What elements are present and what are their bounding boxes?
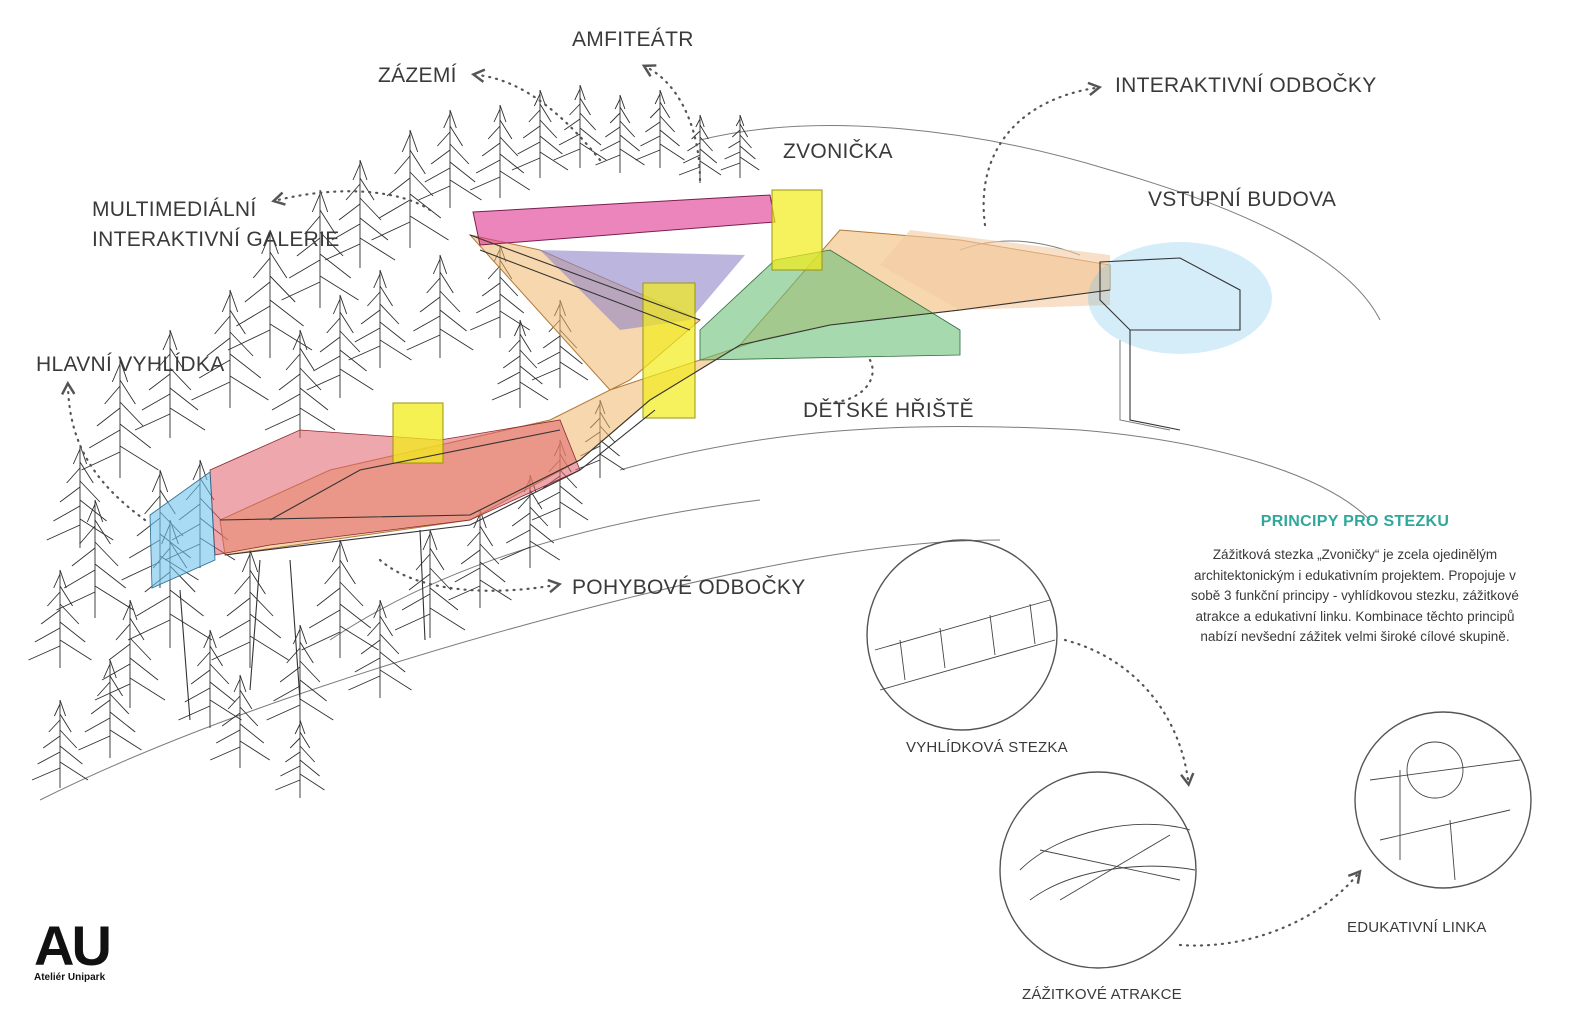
tree-sketch bbox=[595, 94, 645, 173]
caption-vyhlidkova-stezka: VYHLÍDKOVÁ STEZKA bbox=[906, 739, 1068, 756]
entrance-plaza-zone bbox=[880, 230, 1110, 310]
tree-sketch bbox=[28, 569, 92, 668]
tree-sketch bbox=[46, 444, 114, 548]
tree-sketch bbox=[491, 319, 549, 408]
structure-sketch bbox=[179, 234, 1241, 721]
leader-vyhlidka bbox=[60, 380, 147, 522]
lower-tower-zone bbox=[392, 402, 444, 464]
tree-sketch bbox=[281, 189, 359, 308]
tree-sketch bbox=[94, 599, 166, 708]
vignette-vyhlidkova-circle bbox=[866, 539, 1058, 731]
atelier-unipark-logo: AU Ateliér Unipark bbox=[34, 918, 134, 988]
tree-sketch bbox=[264, 329, 336, 438]
tree-sketch bbox=[275, 719, 325, 798]
principles-text: Zážitková stezka „Zvoničky“ je zcela oje… bbox=[1191, 547, 1519, 644]
tree-sketch bbox=[553, 84, 607, 168]
label-galerie-line1: MULTIMEDIÁLNÍ bbox=[92, 198, 257, 221]
leader-amfiteatr bbox=[641, 64, 702, 182]
tree-sketch bbox=[635, 89, 685, 168]
zones bbox=[149, 189, 1272, 589]
tree-sketch bbox=[470, 104, 530, 198]
middle-tower-zone bbox=[642, 282, 696, 419]
bell-tower-zone bbox=[771, 189, 823, 271]
label-interaktivni-odbocky: INTERAKTIVNÍ ODBOČKY bbox=[1115, 74, 1377, 97]
tree-sketch bbox=[406, 254, 474, 358]
tree-sketch bbox=[348, 599, 412, 698]
lookout-tip-zone bbox=[149, 471, 216, 589]
vignette-zazitkove-circle bbox=[999, 771, 1197, 969]
leader-vignette-2 bbox=[1178, 869, 1362, 947]
logo-name: Ateliér Unipark bbox=[34, 972, 106, 983]
label-zvonicka: ZVONIČKA bbox=[783, 140, 893, 163]
tree-sketch bbox=[720, 114, 760, 178]
tree-sketch bbox=[678, 114, 722, 183]
tree-sketch bbox=[511, 89, 569, 178]
tree-sketch bbox=[266, 624, 334, 728]
tree-sketch bbox=[134, 329, 206, 438]
entrance-building-zone bbox=[1088, 242, 1272, 354]
label-amfiteatr: AMFITEÁTR bbox=[572, 28, 694, 51]
leader-interaktivni bbox=[982, 81, 1103, 227]
tree-sketch bbox=[371, 129, 449, 248]
leader-vignette-1 bbox=[1063, 638, 1195, 788]
tree-sketch bbox=[306, 294, 374, 398]
label-detske-hriste: DĚTSKÉ HŘIŠTĚ bbox=[803, 399, 974, 422]
leader-lines bbox=[60, 64, 1362, 947]
label-galerie-line2: INTERAKTIVNÍ GALERIE bbox=[92, 228, 340, 251]
tree-sketch bbox=[56, 499, 134, 618]
tree-sketch bbox=[31, 699, 89, 788]
tree-sketch bbox=[394, 529, 466, 638]
label-vstupni-budova: VSTUPNÍ BUDOVA bbox=[1148, 188, 1337, 211]
tree-sketch bbox=[227, 229, 313, 358]
caption-edukativni-linka: EDUKATIVNÍ LINKA bbox=[1347, 919, 1487, 936]
leader-hriste bbox=[833, 358, 874, 404]
tree-sketch bbox=[211, 549, 289, 668]
tree-sketch bbox=[324, 159, 396, 268]
gallery-zone bbox=[472, 194, 776, 246]
principles-title: PRINCIPY PRO STEZKU bbox=[1260, 513, 1450, 530]
leader-galerie bbox=[271, 190, 432, 212]
tree-sketch bbox=[210, 674, 270, 768]
label-hlavni-vyhlidka: HLAVNÍ VYHLÍDKA bbox=[36, 353, 225, 376]
tree-sketch bbox=[301, 539, 379, 658]
tree-sketch bbox=[78, 659, 142, 758]
vignettes bbox=[866, 539, 1532, 969]
caption-zazitkove-atrakce: ZÁŽITKOVÉ ATRAKCE bbox=[1022, 986, 1182, 1003]
tree-sketch bbox=[81, 359, 159, 478]
logo-mark: AU bbox=[34, 914, 112, 977]
tree-sketch bbox=[418, 109, 482, 208]
label-pohybove-odbocky: POHYBOVÉ ODBOČKY bbox=[572, 576, 806, 599]
leader-zazemi bbox=[470, 68, 602, 162]
vignette-edukativni-circle bbox=[1354, 711, 1532, 889]
label-zazemi: ZÁZEMÍ bbox=[378, 64, 457, 87]
tree-sketch bbox=[348, 269, 412, 368]
leader-pohybove bbox=[378, 558, 562, 594]
tree-sketch bbox=[178, 629, 242, 728]
